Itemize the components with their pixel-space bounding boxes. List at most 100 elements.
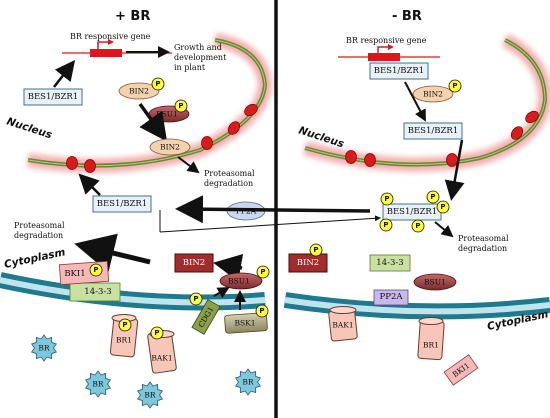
title-plus-br: + BR: [115, 9, 150, 24]
bes1-bzr1-nucleus-right-bottom: BES1/BZR1: [403, 122, 463, 140]
bin2-box-right: BIN2 P: [288, 243, 328, 273]
svg-text:BIN2: BIN2: [297, 258, 319, 268]
br-responsive-gene-left: BR responsive gene: [62, 32, 172, 57]
bak1-receptor-right: BAK1: [328, 306, 358, 342]
nuclear-pore: [510, 126, 524, 140]
br-ligand: BR: [31, 334, 57, 362]
svg-text:Proteasomal: Proteasomal: [14, 221, 65, 230]
svg-text:in plant: in plant: [174, 63, 206, 72]
arrow-bes1-export-right: [444, 139, 465, 201]
svg-text:P: P: [313, 246, 318, 254]
svg-text:BSK1: BSK1: [234, 319, 255, 328]
arrow-bin2-to-degradation: [177, 156, 200, 174]
br-responsive-gene-right: BR responsive gene: [338, 36, 440, 61]
svg-text:P: P: [155, 80, 160, 88]
svg-text:BR1: BR1: [116, 336, 132, 345]
svg-text:BES1/BZR1: BES1/BZR1: [97, 199, 148, 209]
svg-text:P: P: [452, 82, 457, 90]
bak1-receptor-left: BAK1 P: [147, 326, 177, 374]
svg-text:BSU1: BSU1: [228, 277, 250, 286]
nuclear-pore: [201, 136, 213, 150]
proteasomal-degradation-left: Proteasomal degradation: [14, 221, 65, 240]
svg-text:P: P: [260, 268, 265, 276]
bin2-nucleus-left: BIN2 P: [118, 77, 165, 100]
nuclear-pore: [345, 150, 357, 164]
br-ligand: BR: [235, 368, 261, 396]
bin2-dephosphorylated-left: BIN2: [149, 138, 191, 156]
svg-text:Growth and: Growth and: [174, 43, 222, 52]
svg-text:Proteasomal: Proteasomal: [204, 169, 255, 178]
title-minus-br: - BR: [392, 9, 422, 24]
svg-text:P: P: [383, 221, 388, 229]
br1-receptor-right: BR1: [417, 317, 445, 361]
bes1-bzr1-phospho-right: BES1/BZR1 P P P P P: [379, 190, 450, 233]
nucleus-membrane-right: [303, 33, 550, 172]
svg-text:PP2A: PP2A: [380, 292, 404, 302]
proteasomal-degradation-right: Proteasomal degradation: [458, 234, 509, 253]
svg-text:14-3-3: 14-3-3: [84, 287, 111, 297]
arrow-bes1-to-degradation-right: [434, 221, 454, 238]
nucleus-membrane-left: [26, 33, 273, 173]
arrow-bki1-to-degradation: [74, 233, 151, 273]
svg-text:P: P: [178, 102, 183, 110]
arrow-bsu1-to-bin2: [213, 253, 244, 282]
svg-text:14-3-3: 14-3-3: [376, 258, 403, 268]
svg-text:degradation: degradation: [458, 244, 507, 253]
svg-text:degradation: degradation: [204, 179, 253, 188]
svg-text:BR1: BR1: [423, 341, 439, 350]
cell-membrane-right: [283, 292, 550, 320]
svg-text:P: P: [193, 295, 198, 303]
br-ligand: BR: [85, 370, 111, 398]
svg-text:BSU1: BSU1: [156, 110, 178, 119]
svg-text:BIN2: BIN2: [423, 90, 443, 99]
bes1-bzr1-cytoplasm-left: BES1/BZR1: [92, 195, 152, 213]
bes1-bzr1-nucleus-left: BES1/BZR1: [23, 88, 83, 106]
nuclear-pore: [525, 110, 539, 124]
svg-text:BIN2: BIN2: [160, 143, 180, 152]
arrow-to-right-bes1: [159, 215, 381, 233]
svg-text:P: P: [93, 266, 98, 274]
svg-text:P: P: [415, 222, 420, 230]
nuclear-pore: [84, 159, 96, 173]
br-ligand-label: BR: [92, 380, 104, 389]
nuclear-pore: [66, 156, 78, 170]
br-ligand-label: BR: [38, 344, 50, 353]
svg-text:BES1/BZR1: BES1/BZR1: [387, 207, 438, 217]
arrow-bes1-to-gene: [53, 60, 76, 88]
bki1-right: BKI1: [443, 354, 479, 386]
growth-text: Growth and development in plant: [174, 43, 227, 72]
svg-text:degradation: degradation: [14, 231, 63, 240]
proteasomal-degradation-nucleus: Proteasomal degradation: [204, 169, 255, 188]
arrow-cdg1-to-bsu1: [213, 287, 230, 299]
nuclear-pore: [244, 103, 258, 117]
br-ligand: BR: [137, 381, 163, 409]
nuclear-pore: [446, 153, 458, 167]
svg-text:P: P: [430, 193, 435, 201]
14-3-3-right: 14-3-3: [369, 254, 411, 272]
14-3-3-left: 14-3-3: [69, 282, 121, 302]
svg-text:BKI1: BKI1: [64, 269, 85, 279]
bsu1-right: BSU1: [413, 273, 457, 291]
svg-text:BES1/BZR1: BES1/BZR1: [28, 92, 79, 102]
arrow-bin2-phos-right: [404, 81, 426, 122]
svg-text:P: P: [154, 329, 159, 337]
svg-text:BSU1: BSU1: [424, 278, 446, 287]
svg-text:BAK1: BAK1: [332, 321, 353, 330]
cdg1-left: CDG1 P: [189, 292, 221, 335]
cytoplasm-label-left: Cytoplasm: [3, 246, 66, 271]
svg-text:BES1/BZR1: BES1/BZR1: [408, 126, 459, 136]
svg-text:P: P: [384, 195, 389, 203]
svg-text:BIN2: BIN2: [183, 258, 205, 268]
bsk1-left: BSK1 P: [224, 304, 269, 334]
svg-text:P: P: [122, 321, 127, 329]
bin2-box-left: BIN2: [174, 253, 214, 273]
bsu1-nucleus-left: BSU1 P: [148, 99, 190, 123]
br-ligand-label: BR: [144, 391, 156, 400]
br1-receptor-left: BR1 P: [109, 314, 139, 358]
arrow-pp2a-dephos: [175, 195, 371, 224]
bes1-bzr1-nucleus-right-top: BES1/BZR1: [369, 62, 429, 80]
svg-text:BAK1: BAK1: [151, 354, 172, 363]
bsu1-cytoplasm-left: BSU1 P: [219, 265, 270, 290]
nuclear-pores: [66, 103, 539, 173]
